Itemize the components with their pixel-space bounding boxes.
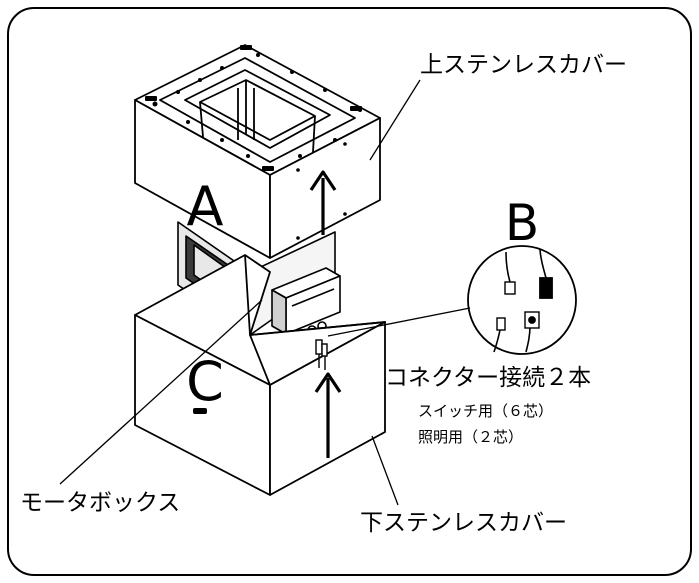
frame-border: [7, 7, 692, 576]
marker-a: A: [187, 175, 224, 238]
label-connector: コネクター接続２本: [385, 365, 591, 391]
marker-c: C: [186, 350, 224, 413]
lower-cover-box: [134, 254, 386, 496]
plug-connector: [315, 339, 328, 370]
label-motor-box: モータボックス: [20, 490, 180, 516]
detail-b-circle: [467, 245, 577, 355]
leader-lines: [59, 79, 471, 506]
upper-cover-box: [134, 44, 381, 259]
label-light-wire: 照明用（２芯）: [418, 428, 523, 446]
label-upper-cover: 上ステンレスカバー: [420, 52, 627, 78]
label-lower-cover: 下ステンレスカバー: [360, 510, 567, 536]
label-switch-wire: スイッチ用（６芯）: [418, 402, 553, 420]
marker-b: B: [505, 194, 539, 252]
